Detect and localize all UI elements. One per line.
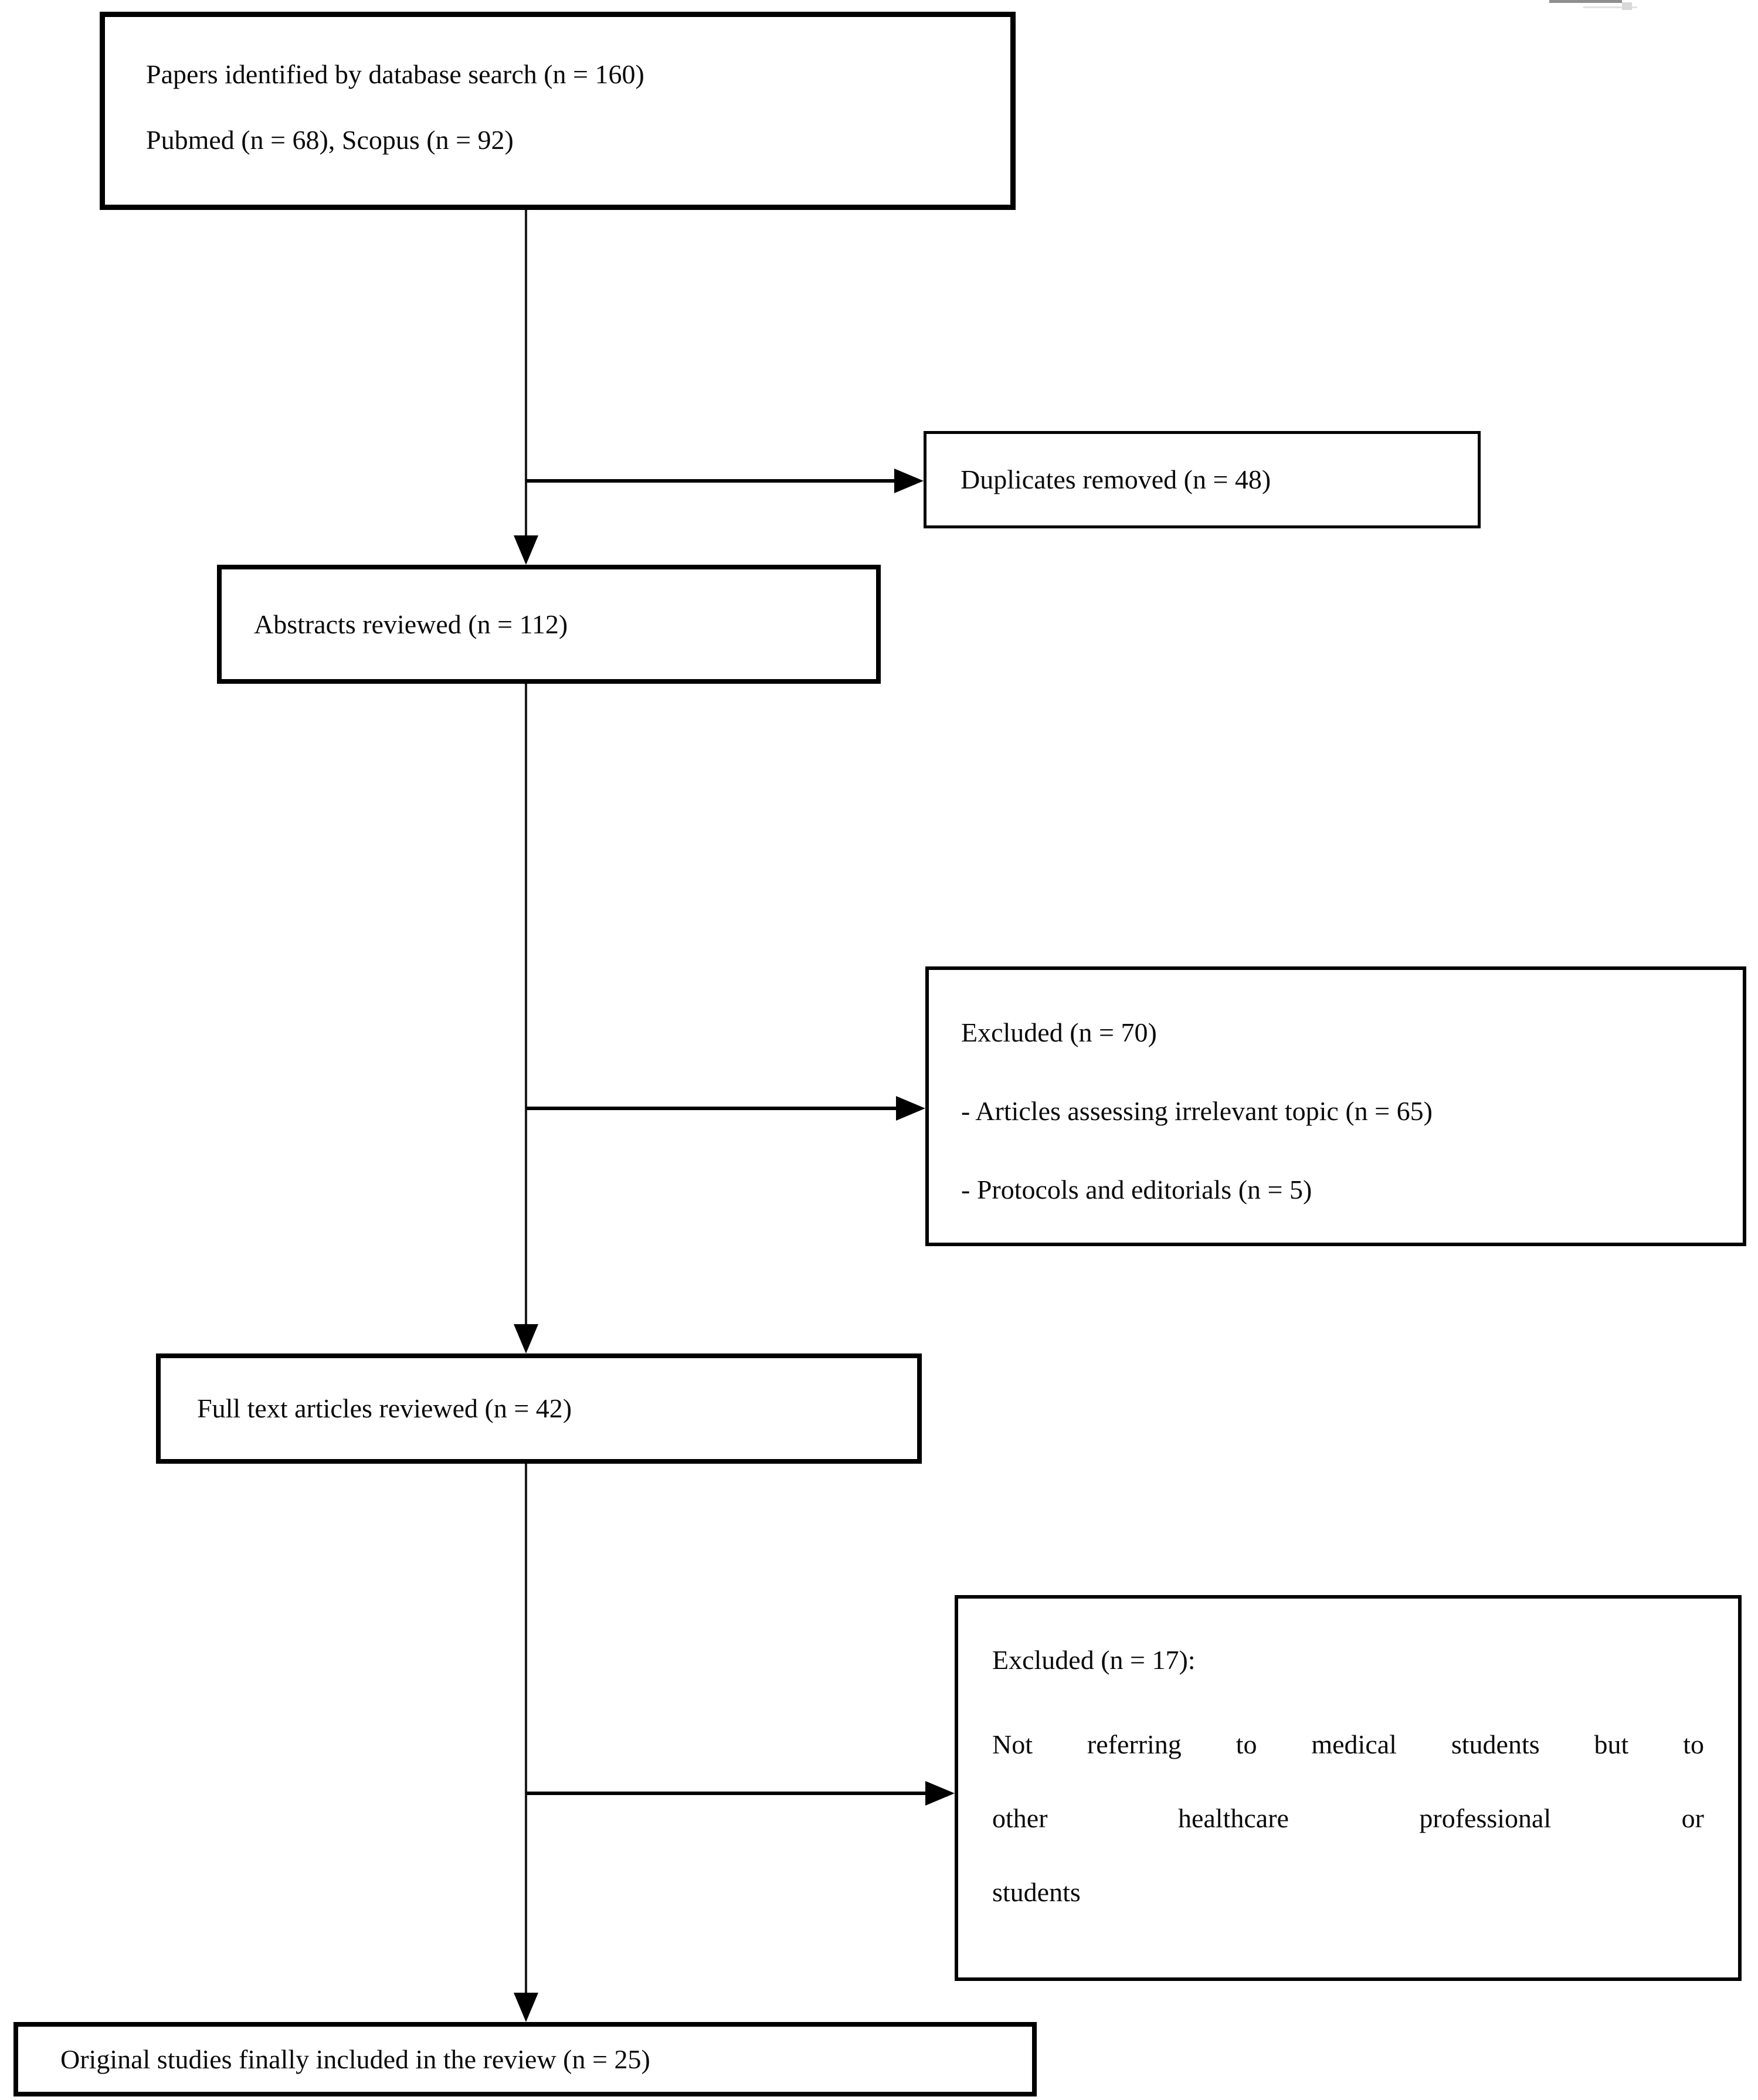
- flow-box-abstracts-reviewed: Abstracts reviewed (n = 112): [217, 565, 881, 684]
- abstracts-reviewed-text: Abstracts reviewed (n = 112): [254, 609, 568, 639]
- arrowhead-down-icon: [514, 1324, 538, 1353]
- excluded-abstracts-title: Excluded (n = 70): [961, 1017, 1157, 1047]
- excluded-fulltext-title: Excluded (n = 17):: [992, 1645, 1196, 1675]
- connector-branch-excluded-abstracts: [526, 1107, 900, 1110]
- connector-branch-excluded-fulltext: [526, 1792, 929, 1795]
- flow-box-duplicates-removed: Duplicates removed (n = 48): [924, 431, 1481, 528]
- excluded-abstracts-reason-2: - Protocols and editorials (n = 5): [961, 1175, 1312, 1205]
- arrowhead-down-icon: [514, 1993, 538, 2022]
- arrowhead-right-icon: [925, 1781, 955, 1806]
- duplicates-removed-text: Duplicates removed (n = 48): [961, 464, 1271, 494]
- connector-identified-to-abstracts: [525, 209, 527, 539]
- scan-artifact-bar: [1549, 0, 1622, 3]
- connector-branch-duplicates: [526, 479, 898, 483]
- excluded-fulltext-body-line-1: Not referring to medical students but to: [992, 1729, 1704, 1759]
- included-studies-text: Original studies finally included in the…: [60, 2044, 650, 2074]
- arrowhead-right-icon: [896, 1096, 925, 1121]
- flow-box-excluded-fulltext: Excluded (n = 17): Not referring to medi…: [955, 1595, 1742, 1981]
- flow-box-included-studies: Original studies finally included in the…: [13, 2022, 1037, 2096]
- papers-identified-sources-text: Pubmed (n = 68), Scopus (n = 92): [146, 125, 514, 155]
- excluded-fulltext-body-line-2: other healthcare professional or: [992, 1803, 1704, 1833]
- flow-box-fulltext-reviewed: Full text articles reviewed (n = 42): [156, 1353, 922, 1464]
- arrowhead-right-icon: [894, 469, 924, 493]
- connector-fulltext-to-included: [525, 1463, 527, 1996]
- fulltext-reviewed-text: Full text articles reviewed (n = 42): [197, 1393, 572, 1423]
- excluded-abstracts-reason-1: - Articles assessing irrelevant topic (n…: [961, 1096, 1433, 1126]
- flow-box-excluded-abstracts: Excluded (n = 70) - Articles assessing i…: [925, 966, 1746, 1246]
- connector-abstracts-to-fulltext: [525, 683, 527, 1328]
- scan-artifact-dot: [1622, 2, 1632, 10]
- excluded-fulltext-body-line-3: students: [992, 1877, 1081, 1907]
- arrowhead-down-icon: [514, 535, 538, 565]
- scan-artifact-bar: [1583, 6, 1637, 8]
- flow-box-papers-identified: Papers identified by database search (n …: [100, 12, 1016, 210]
- papers-identified-text: Papers identified by database search (n …: [146, 59, 644, 89]
